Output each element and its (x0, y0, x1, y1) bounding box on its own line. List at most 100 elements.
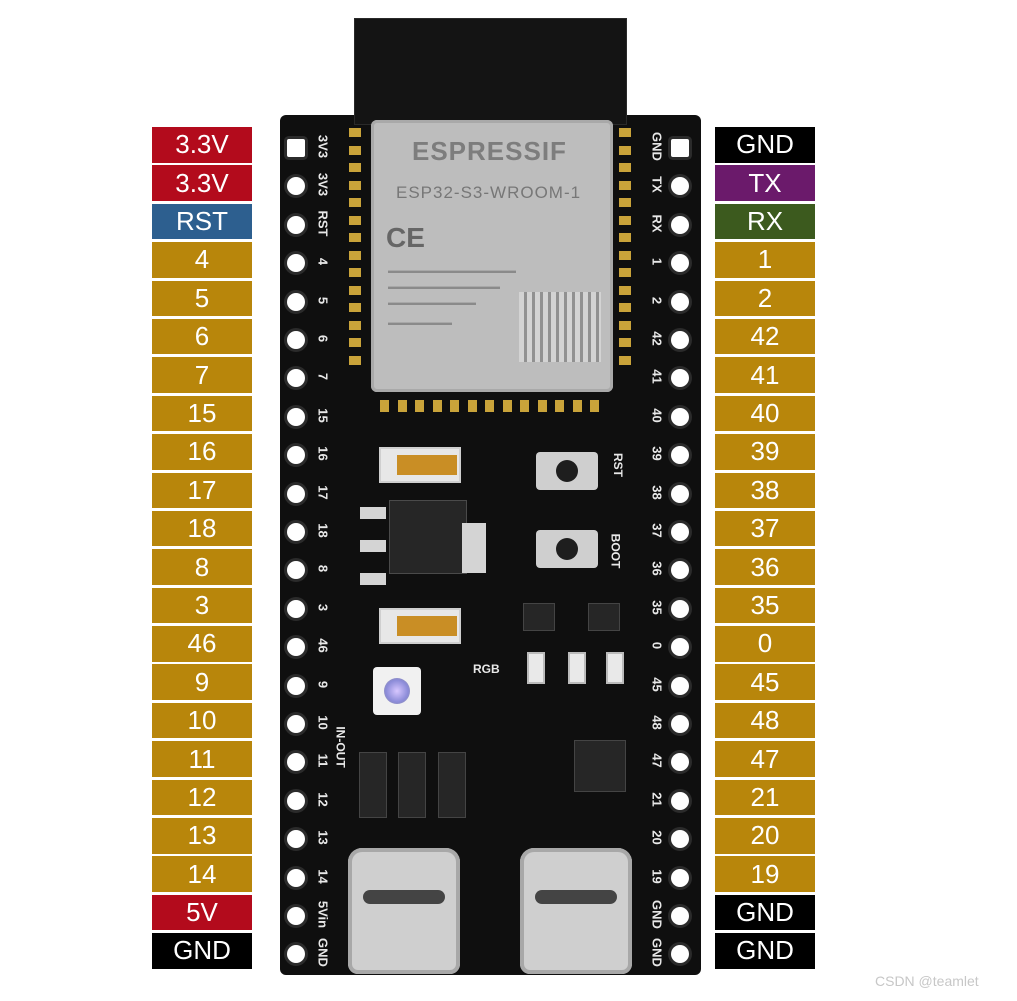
left-pin-label: 5V (152, 895, 252, 931)
regulator-tab (462, 523, 486, 573)
right-silk-label: RX (650, 206, 665, 240)
module-pad (349, 128, 361, 137)
header-pin-hole (287, 216, 305, 234)
right-pin-label: GND (715, 895, 815, 931)
header-pin-hole (287, 792, 305, 810)
left-silk-label: 46 (316, 629, 331, 663)
rgb-led-core (384, 678, 410, 704)
right-silk-label: 40 (650, 398, 665, 432)
module-pad (520, 400, 529, 412)
module-pad (349, 163, 361, 172)
right-pin-label: 41 (715, 357, 815, 393)
left-silk-label: 7 (316, 360, 331, 394)
module-pad (415, 400, 424, 412)
header-pin-hole (287, 331, 305, 349)
module-pad (349, 321, 361, 330)
left-silk-label: RST (316, 206, 331, 240)
left-pin-label: 11 (152, 741, 252, 777)
header-pin-hole (287, 869, 305, 887)
left-silk-label: 3 (316, 590, 331, 624)
left-silk-label: 3V3 (316, 168, 331, 202)
header-pin-hole (671, 907, 689, 925)
left-pin-label: 14 (152, 856, 252, 892)
right-silk-label: 41 (650, 360, 665, 394)
module-pad (468, 400, 477, 412)
voltage-regulator (389, 500, 467, 574)
right-silk-label: 48 (650, 706, 665, 740)
module-text-line: ▬▬▬▬▬▬▬▬▬▬▬▬▬▬▬▬ (388, 266, 516, 275)
module-pad (555, 400, 564, 412)
left-pin-label: 10 (152, 703, 252, 739)
left-pin-label: 7 (152, 357, 252, 393)
header-pin-hole (287, 485, 305, 503)
module-pad (349, 251, 361, 260)
right-pin-label: TX (715, 165, 815, 201)
led (568, 652, 586, 684)
usb-c-port-right[interactable] (520, 848, 632, 974)
boot-button-cap[interactable] (556, 538, 578, 560)
module-pad (433, 400, 442, 412)
right-pin-label: 35 (715, 588, 815, 624)
module-pad (619, 146, 631, 155)
usb-c-port-left[interactable] (348, 848, 460, 974)
header-pin-hole (287, 523, 305, 541)
header-pin-hole (671, 331, 689, 349)
right-pin-label: 0 (715, 626, 815, 662)
module-pad (619, 163, 631, 172)
right-silk-label: 42 (650, 322, 665, 356)
right-silk-label: 36 (650, 552, 665, 586)
header-pin-hole (671, 523, 689, 541)
right-pin-label: GND (715, 933, 815, 969)
rgb-label: RGB (473, 662, 500, 676)
module-brand: ESPRESSIF (412, 136, 567, 167)
right-silk-label: 37 (650, 514, 665, 548)
header-pin-hole (287, 907, 305, 925)
right-pin-label: 19 (715, 856, 815, 892)
header-pin-hole (671, 600, 689, 618)
module-pad (619, 338, 631, 347)
transistor (588, 603, 620, 631)
qr-code (519, 292, 601, 362)
module-pad (573, 400, 582, 412)
left-silk-label: 11 (316, 744, 331, 778)
left-pin-label: 15 (152, 396, 252, 432)
right-silk-label: 47 (650, 744, 665, 778)
module-pad (380, 400, 389, 412)
header-pin-hole (671, 715, 689, 733)
usb-c-slot (535, 890, 617, 904)
ce-mark: CE (386, 222, 425, 254)
rst-button-cap[interactable] (556, 460, 578, 482)
left-pin-label: 5 (152, 281, 252, 317)
module-pad (349, 356, 361, 365)
header-pin-hole (671, 792, 689, 810)
module-pad (619, 286, 631, 295)
module-pad (619, 198, 631, 207)
left-pin-label: 9 (152, 664, 252, 700)
right-pin-label: 48 (715, 703, 815, 739)
module-pad (349, 198, 361, 207)
diode (359, 752, 387, 818)
left-pin-label: 3.3V (152, 127, 252, 163)
module-pad (349, 286, 361, 295)
right-pin-label: GND (715, 127, 815, 163)
module-text-line: ▬▬▬▬▬▬▬▬▬▬▬ (388, 298, 476, 307)
usb-c-slot (363, 890, 445, 904)
left-silk-label: 9 (316, 667, 331, 701)
right-silk-label: GND (650, 936, 665, 970)
right-silk-label: 19 (650, 859, 665, 893)
left-silk-label: 10 (316, 706, 331, 740)
left-pin-label: 6 (152, 319, 252, 355)
left-silk-label: 12 (316, 782, 331, 816)
left-silk-label: 3V3 (316, 130, 331, 164)
capacitor-body (397, 616, 457, 636)
right-pin-label: 47 (715, 741, 815, 777)
left-silk-label: 5Vin (316, 898, 331, 932)
module-pad (619, 128, 631, 137)
right-silk-label: 45 (650, 667, 665, 701)
left-silk-label: 17 (316, 475, 331, 509)
right-pin-label: 45 (715, 664, 815, 700)
module-pad (398, 400, 407, 412)
left-silk-label: 14 (316, 859, 331, 893)
left-pin-label: 3.3V (152, 165, 252, 201)
